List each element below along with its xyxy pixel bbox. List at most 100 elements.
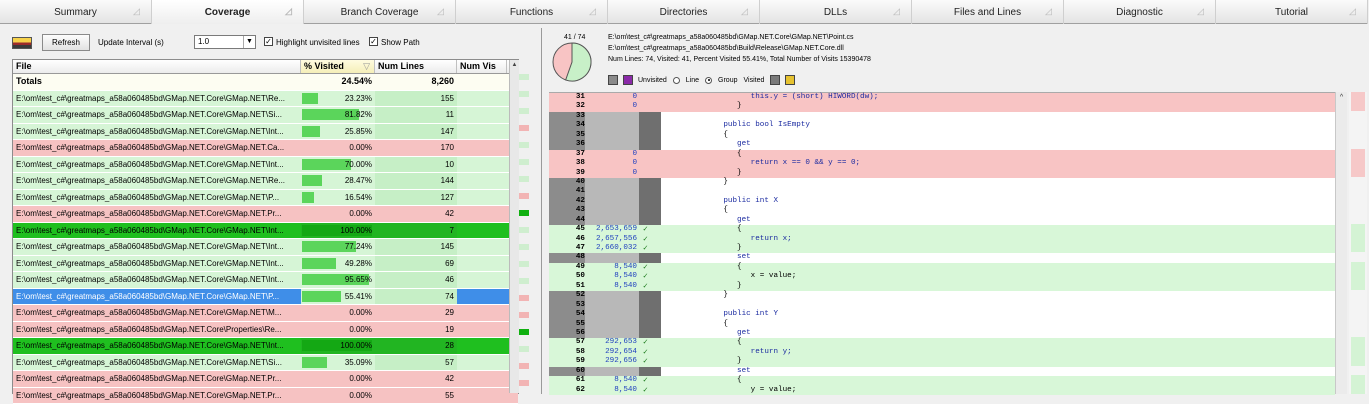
tab-functions[interactable]: Functions◿ <box>456 0 608 24</box>
line-number: 60 <box>549 367 585 376</box>
code-line[interactable]: 60 set <box>549 367 1335 376</box>
code-line[interactable]: 53 <box>549 301 1335 310</box>
code-line[interactable]: 48 set <box>549 253 1335 262</box>
table-row[interactable]: E:\om\test_c#\greatmaps_a58a060485bd\GMa… <box>13 256 518 273</box>
num-lines-cell: 144 <box>375 173 457 189</box>
code-text: get <box>696 329 751 338</box>
file-cell: E:\om\test_c#\greatmaps_a58a060485bd\GMa… <box>13 124 301 140</box>
tab-corner-icon: ◿ <box>1045 7 1053 15</box>
refresh-button[interactable]: Refresh <box>42 34 90 51</box>
tab-coverage[interactable]: Coverage◿ <box>152 0 304 24</box>
table-row[interactable]: E:\om\test_c#\greatmaps_a58a060485bd\GMa… <box>13 289 518 306</box>
table-row[interactable]: E:\om\test_c#\greatmaps_a58a060485bd\GMa… <box>13 107 518 124</box>
code-line[interactable]: 54 public int Y <box>549 310 1335 319</box>
table-row[interactable]: E:\om\test_c#\greatmaps_a58a060485bd\GMa… <box>13 272 518 289</box>
table-row[interactable]: E:\om\test_c#\greatmaps_a58a060485bd\GMa… <box>13 173 518 190</box>
code-line[interactable]: 55 { <box>549 320 1335 329</box>
show-path-checkbox[interactable]: ✓ <box>369 37 378 46</box>
code-line[interactable]: 52 } <box>549 291 1335 300</box>
code-line[interactable]: 35 { <box>549 131 1335 140</box>
code-line[interactable]: 56 get <box>549 329 1335 338</box>
line-number: 45 <box>549 225 585 234</box>
line-number: 42 <box>549 197 585 206</box>
table-row[interactable]: E:\om\test_c#\greatmaps_a58a060485bd\GMa… <box>13 355 518 372</box>
file-cell: E:\om\test_c#\greatmaps_a58a060485bd\GMa… <box>13 239 301 255</box>
table-row[interactable]: E:\om\test_c#\greatmaps_a58a060485bd\GMa… <box>13 223 518 240</box>
table-row[interactable]: E:\om\test_c#\greatmaps_a58a060485bd\GMa… <box>13 124 518 141</box>
tab-diagnostic[interactable]: Diagnostic◿ <box>1064 0 1216 24</box>
column-header-file[interactable]: File <box>13 60 301 73</box>
pct-value: 77.24% <box>345 242 372 251</box>
tab-summary[interactable]: Summary◿ <box>0 0 152 24</box>
code-line[interactable]: 33 <box>549 112 1335 121</box>
source-pane: 41 / 74 E:\om\test_c#\greatmaps_a58a0604… <box>541 28 1368 394</box>
table-row[interactable]: E:\om\test_c#\greatmaps_a58a060485bd\GMa… <box>13 388 518 404</box>
code-line[interactable]: 34 public bool IsEmpty <box>549 121 1335 130</box>
grid-scrollbar[interactable]: ▲ <box>509 60 519 393</box>
num-lines-cell: 69 <box>375 256 457 272</box>
code-line[interactable]: 42 public int X <box>549 197 1335 206</box>
table-row[interactable]: E:\om\test_c#\greatmaps_a58a060485bd\GMa… <box>13 338 518 355</box>
update-interval-select[interactable]: 1.0 ▼ <box>194 35 256 49</box>
table-row[interactable]: E:\om\test_c#\greatmaps_a58a060485bd\GMa… <box>13 157 518 174</box>
line-number: 59 <box>549 357 585 366</box>
table-row[interactable]: E:\om\test_c#\greatmaps_a58a060485bd\GMa… <box>13 305 518 322</box>
chevron-down-icon[interactable]: ▼ <box>243 36 255 48</box>
line-radio[interactable] <box>673 77 680 84</box>
tab-files-and-lines[interactable]: Files and Lines◿ <box>912 0 1064 24</box>
code-line[interactable]: 41 <box>549 187 1335 196</box>
table-row[interactable]: E:\om\test_c#\greatmaps_a58a060485bd\GMa… <box>13 322 518 339</box>
table-row[interactable]: E:\om\test_c#\greatmaps_a58a060485bd\GMa… <box>13 206 518 223</box>
pct-value: 25.85% <box>345 127 372 136</box>
table-row[interactable]: E:\om\test_c#\greatmaps_a58a060485bd\GMa… <box>13 190 518 207</box>
tab-dlls[interactable]: DLLs◿ <box>760 0 912 24</box>
visit-count: 8,540 <box>585 263 637 272</box>
group-radio[interactable] <box>705 77 712 84</box>
legend: Unvisited Line Group Visited <box>608 74 800 86</box>
table-row[interactable]: E:\om\test_c#\greatmaps_a58a060485bd\GMa… <box>13 140 518 157</box>
tab-directories[interactable]: Directories◿ <box>608 0 760 24</box>
table-row[interactable]: E:\om\test_c#\greatmaps_a58a060485bd\GMa… <box>13 239 518 256</box>
code-line[interactable]: 36 get <box>549 140 1335 149</box>
highlight-unvisited-checkbox[interactable]: ✓ <box>264 37 273 46</box>
code-text: } <box>696 244 742 253</box>
code-line[interactable]: 43 { <box>549 206 1335 215</box>
scroll-up-icon[interactable]: ^ <box>1336 92 1347 104</box>
pct-bar <box>302 258 336 269</box>
column-header-num-lines[interactable]: Num Lines <box>375 60 457 73</box>
scroll-up-icon[interactable]: ▲ <box>510 60 519 70</box>
overview-mark <box>1351 337 1365 346</box>
column-header-pct-visited[interactable]: % Visited ▽ <box>301 60 375 73</box>
code-line[interactable]: 44 get <box>549 216 1335 225</box>
tab-tutorial[interactable]: Tutorial◿ <box>1216 0 1368 24</box>
num-visited-cell <box>457 371 505 387</box>
code-line[interactable]: 40 } <box>549 178 1335 187</box>
code-text: public int Y <box>696 310 778 319</box>
num-visited-cell <box>457 322 505 338</box>
tab-branch-coverage[interactable]: Branch Coverage◿ <box>304 0 456 24</box>
table-row[interactable]: E:\om\test_c#\greatmaps_a58a060485bd\GMa… <box>13 91 518 108</box>
overview-tick <box>519 312 529 318</box>
line-number: 48 <box>549 253 585 262</box>
line-number: 62 <box>549 386 585 395</box>
table-row[interactable]: E:\om\test_c#\greatmaps_a58a060485bd\GMa… <box>13 371 518 388</box>
column-header-num-visited[interactable]: Num Vis <box>457 60 507 73</box>
code-scrollbar[interactable]: ^ <box>1335 92 1347 394</box>
